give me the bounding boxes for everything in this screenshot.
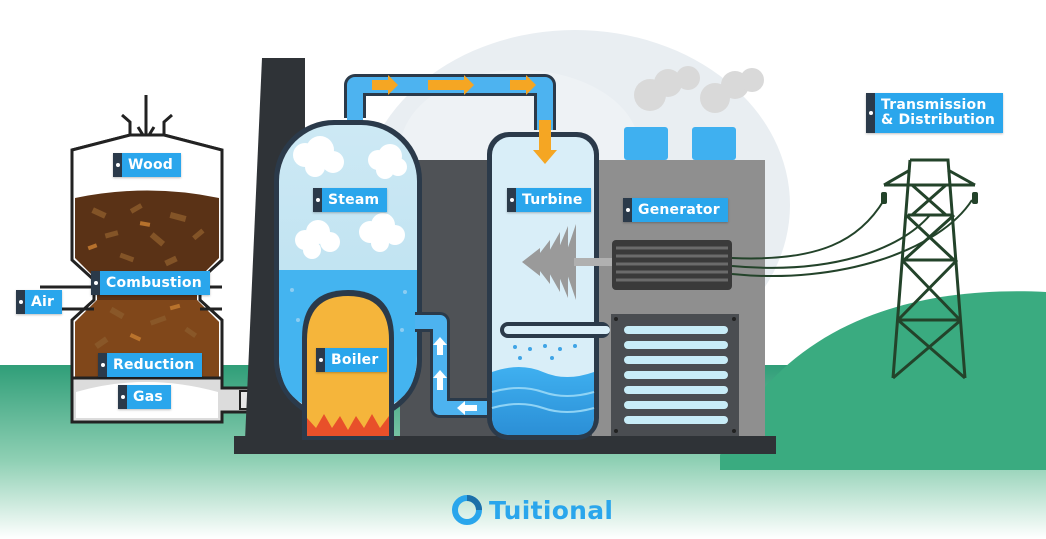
label-tab	[316, 348, 325, 372]
flow-arrows	[372, 75, 474, 95]
label-air-text: Air	[31, 294, 55, 310]
label-steam: Steam	[313, 188, 388, 212]
label-steam-text: Steam	[328, 192, 380, 208]
label-boiler-text: Boiler	[331, 352, 379, 368]
transmission-tower	[883, 158, 976, 380]
insulator-icon	[881, 192, 978, 204]
turbine-shaft	[574, 258, 614, 266]
flame-icon	[307, 414, 389, 436]
brand: Tuitional	[451, 494, 613, 526]
label-transmission-text: Transmission & Distribution	[875, 93, 1003, 133]
label-transmission-distribution: Transmission & Distribution	[866, 93, 1004, 133]
label-air: Air	[16, 290, 63, 314]
cooling-grille	[611, 314, 739, 436]
smoke	[634, 66, 764, 113]
label-reduction-text: Reduction	[113, 357, 195, 373]
label-generator: Generator	[623, 198, 728, 222]
label-tab	[507, 188, 516, 212]
label-tab	[866, 93, 875, 133]
label-turbine: Turbine	[507, 188, 591, 212]
label-gas-text: Gas	[133, 389, 163, 405]
label-reduction: Reduction	[98, 353, 203, 377]
label-tab	[98, 353, 107, 377]
generator	[612, 240, 732, 290]
label-tab	[118, 385, 127, 409]
return-arrows	[433, 337, 477, 415]
label-boiler: Boiler	[316, 348, 387, 372]
label-tab	[91, 271, 100, 295]
turbine-blades-icon	[522, 224, 576, 300]
brand-name: Tuitional	[489, 495, 614, 525]
exhaust-vent	[692, 127, 736, 160]
steam-clouds	[293, 136, 407, 259]
label-transmission-line1: Transmission	[881, 97, 987, 113]
label-combustion: Combustion	[91, 271, 210, 295]
turbine-column	[487, 132, 614, 440]
label-wood-text: Wood	[128, 157, 174, 173]
label-transmission-line2: & Distribution	[881, 112, 996, 128]
label-generator-text: Generator	[638, 202, 720, 218]
green-hill	[720, 291, 1046, 470]
label-gas: Gas	[118, 385, 171, 409]
label-tab	[313, 188, 322, 212]
label-turbine-text: Turbine	[522, 192, 583, 208]
steam-inlet-arrow-icon	[533, 120, 557, 164]
label-tab	[113, 153, 122, 177]
exhaust-vent	[624, 127, 668, 160]
label-tab	[623, 198, 632, 222]
label-tab	[16, 290, 25, 314]
label-wood: Wood	[113, 153, 182, 177]
label-combustion-text: Combustion	[106, 275, 202, 291]
tuitional-logo-icon	[452, 495, 482, 525]
plant-base	[234, 436, 776, 454]
